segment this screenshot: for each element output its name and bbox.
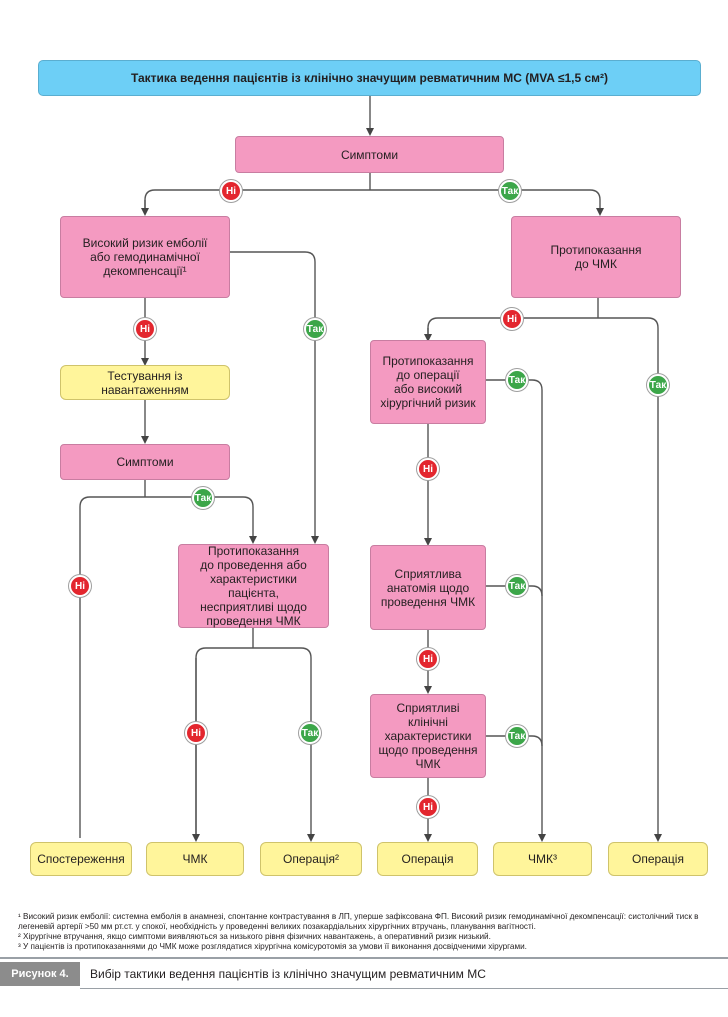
node-contra-surgery: Протипоказання до операції або високий х… (370, 340, 486, 424)
node-contra-pmc-patient: Протипоказання до проведення або характе… (178, 544, 329, 628)
badge-no: Ні (220, 180, 242, 202)
outcome-pmc-3: ЧМК³ (493, 842, 592, 876)
badge-no: Ні (185, 722, 207, 744)
node-contra-pmc: Протипоказання до ЧМК (511, 216, 681, 298)
badge-no: Ні (417, 648, 439, 670)
badge-yes: Так (506, 725, 528, 747)
caption-underline (80, 988, 728, 989)
outcome-surgery-right: Операція (608, 842, 708, 876)
node-favorable-clinical: Сприятливі клінічні характеристики щодо … (370, 694, 486, 778)
footnote-2: ² Хірургічне втручання, якщо симптоми ви… (18, 932, 491, 941)
badge-yes: Так (192, 487, 214, 509)
badge-yes: Так (647, 374, 669, 396)
badge-yes: Так (506, 575, 528, 597)
badge-no: Ні (417, 458, 439, 480)
node-favorable-anatomy: Сприятлива анатомія щодо проведення ЧМК (370, 545, 486, 630)
footnotes: ¹ Високий ризик емболії: системна емболі… (18, 912, 710, 952)
node-stress-test: Тестування із навантаженням (60, 365, 230, 400)
badge-no: Ні (417, 796, 439, 818)
figure-label: Рисунок 4. (0, 962, 80, 986)
footnote-1: ¹ Високий ризик емболії: системна емболі… (18, 912, 699, 931)
badge-yes: Так (506, 369, 528, 391)
outcome-pmc-1: ЧМК (146, 842, 244, 876)
badge-no: Ні (134, 318, 156, 340)
node-symptoms-top: Симптоми (235, 136, 504, 173)
outcome-surgery: Операція (377, 842, 478, 876)
badge-yes: Так (499, 180, 521, 202)
figure-caption: Вибір тактики ведення пацієнтів із кліні… (90, 967, 486, 981)
outcome-surgery-2: Операція² (260, 842, 362, 876)
node-symptoms-mid: Симптоми (60, 444, 230, 480)
flowchart-title: Тактика ведення пацієнтів із клінічно зн… (38, 60, 701, 96)
badge-no: Ні (501, 308, 523, 330)
outcome-observation: Спостереження (30, 842, 132, 876)
badge-no: Ні (69, 575, 91, 597)
caption-divider (0, 957, 728, 959)
badge-yes: Так (299, 722, 321, 744)
node-high-risk: Високий ризик емболії або гемодинамічної… (60, 216, 230, 298)
footnote-3: ³ У пацієнтів із протипоказаннями до ЧМК… (18, 942, 527, 951)
badge-yes: Так (304, 318, 326, 340)
